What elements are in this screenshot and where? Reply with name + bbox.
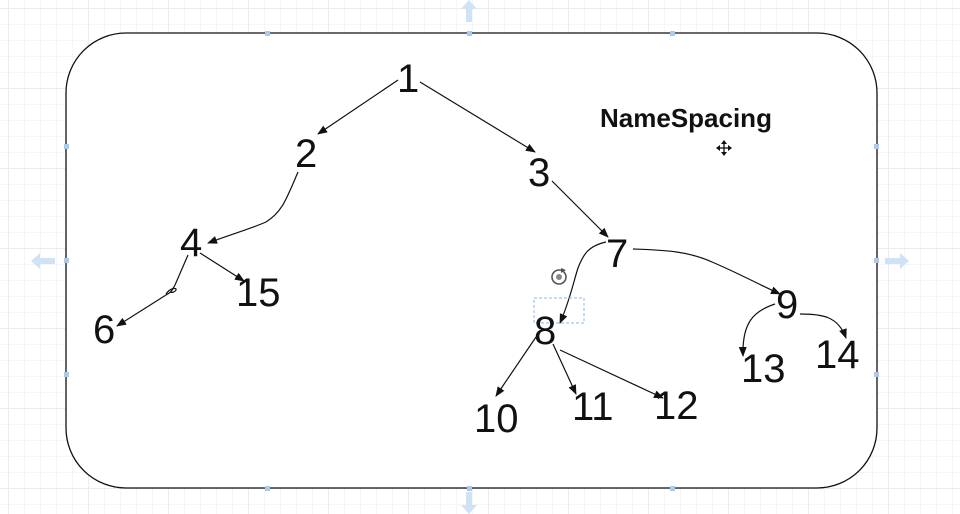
node-9[interactable]: 9 [776, 283, 798, 327]
edge-1-3[interactable] [419, 81, 536, 153]
arrow-down-icon[interactable] [461, 492, 477, 514]
selection-handle[interactable] [467, 31, 472, 36]
edge-1-2[interactable] [317, 79, 399, 135]
diagram-title[interactable]: NameSpacing [600, 103, 772, 133]
selection-handle[interactable] [64, 144, 69, 149]
selection-handle[interactable] [467, 486, 472, 491]
arrow-right-icon[interactable] [885, 253, 909, 269]
edge-8-11[interactable] [552, 343, 577, 395]
move-cursor-icon[interactable] [716, 140, 732, 156]
edge-4-15[interactable] [199, 252, 245, 282]
node-10[interactable]: 10 [474, 397, 519, 441]
node-12[interactable]: 12 [654, 384, 699, 428]
dashed-selection-box[interactable] [533, 297, 585, 324]
selection-handle[interactable] [265, 31, 270, 36]
selection-handle[interactable] [64, 372, 69, 377]
edge-3-7[interactable] [551, 180, 609, 238]
node-14[interactable]: 14 [815, 333, 860, 377]
node-6[interactable]: 6 [93, 308, 115, 352]
edge-8-12[interactable] [559, 349, 664, 399]
node-8[interactable]: 8 [534, 309, 556, 353]
node-7[interactable]: 7 [606, 232, 628, 276]
edge-9-14[interactable] [799, 313, 847, 339]
node-labels: 1 2 3 4 15 6 7 8 9 10 11 12 13 14 [93, 57, 860, 441]
edge-4-6[interactable] [116, 254, 189, 327]
selection-handles[interactable] [64, 31, 879, 491]
node-11[interactable]: 11 [572, 385, 614, 429]
selection-handle[interactable] [64, 258, 69, 263]
selection-handle[interactable] [874, 144, 879, 149]
selection-handle[interactable] [874, 258, 879, 263]
selection-handle[interactable] [670, 31, 675, 36]
edges [116, 79, 847, 399]
edge-7-8[interactable] [559, 241, 607, 324]
node-3[interactable]: 3 [528, 151, 550, 195]
node-15[interactable]: 15 [236, 271, 281, 315]
rotate-handle-icon[interactable] [551, 268, 567, 285]
arrow-up-icon[interactable] [461, 0, 477, 22]
node-1[interactable]: 1 [397, 57, 419, 101]
selection-handle[interactable] [874, 372, 879, 377]
arrow-left-icon[interactable] [31, 253, 55, 269]
edge-7-9[interactable] [632, 248, 781, 295]
edge-8-10[interactable] [495, 336, 537, 397]
node-13[interactable]: 13 [741, 347, 786, 391]
selection-handle[interactable] [265, 486, 270, 491]
edge-4-6-hook [165, 287, 177, 295]
node-2[interactable]: 2 [295, 132, 317, 176]
node-4[interactable]: 4 [180, 221, 202, 265]
edge-2-4[interactable] [207, 171, 299, 244]
selection-handle[interactable] [670, 486, 675, 491]
edge-9-13[interactable] [738, 303, 776, 357]
